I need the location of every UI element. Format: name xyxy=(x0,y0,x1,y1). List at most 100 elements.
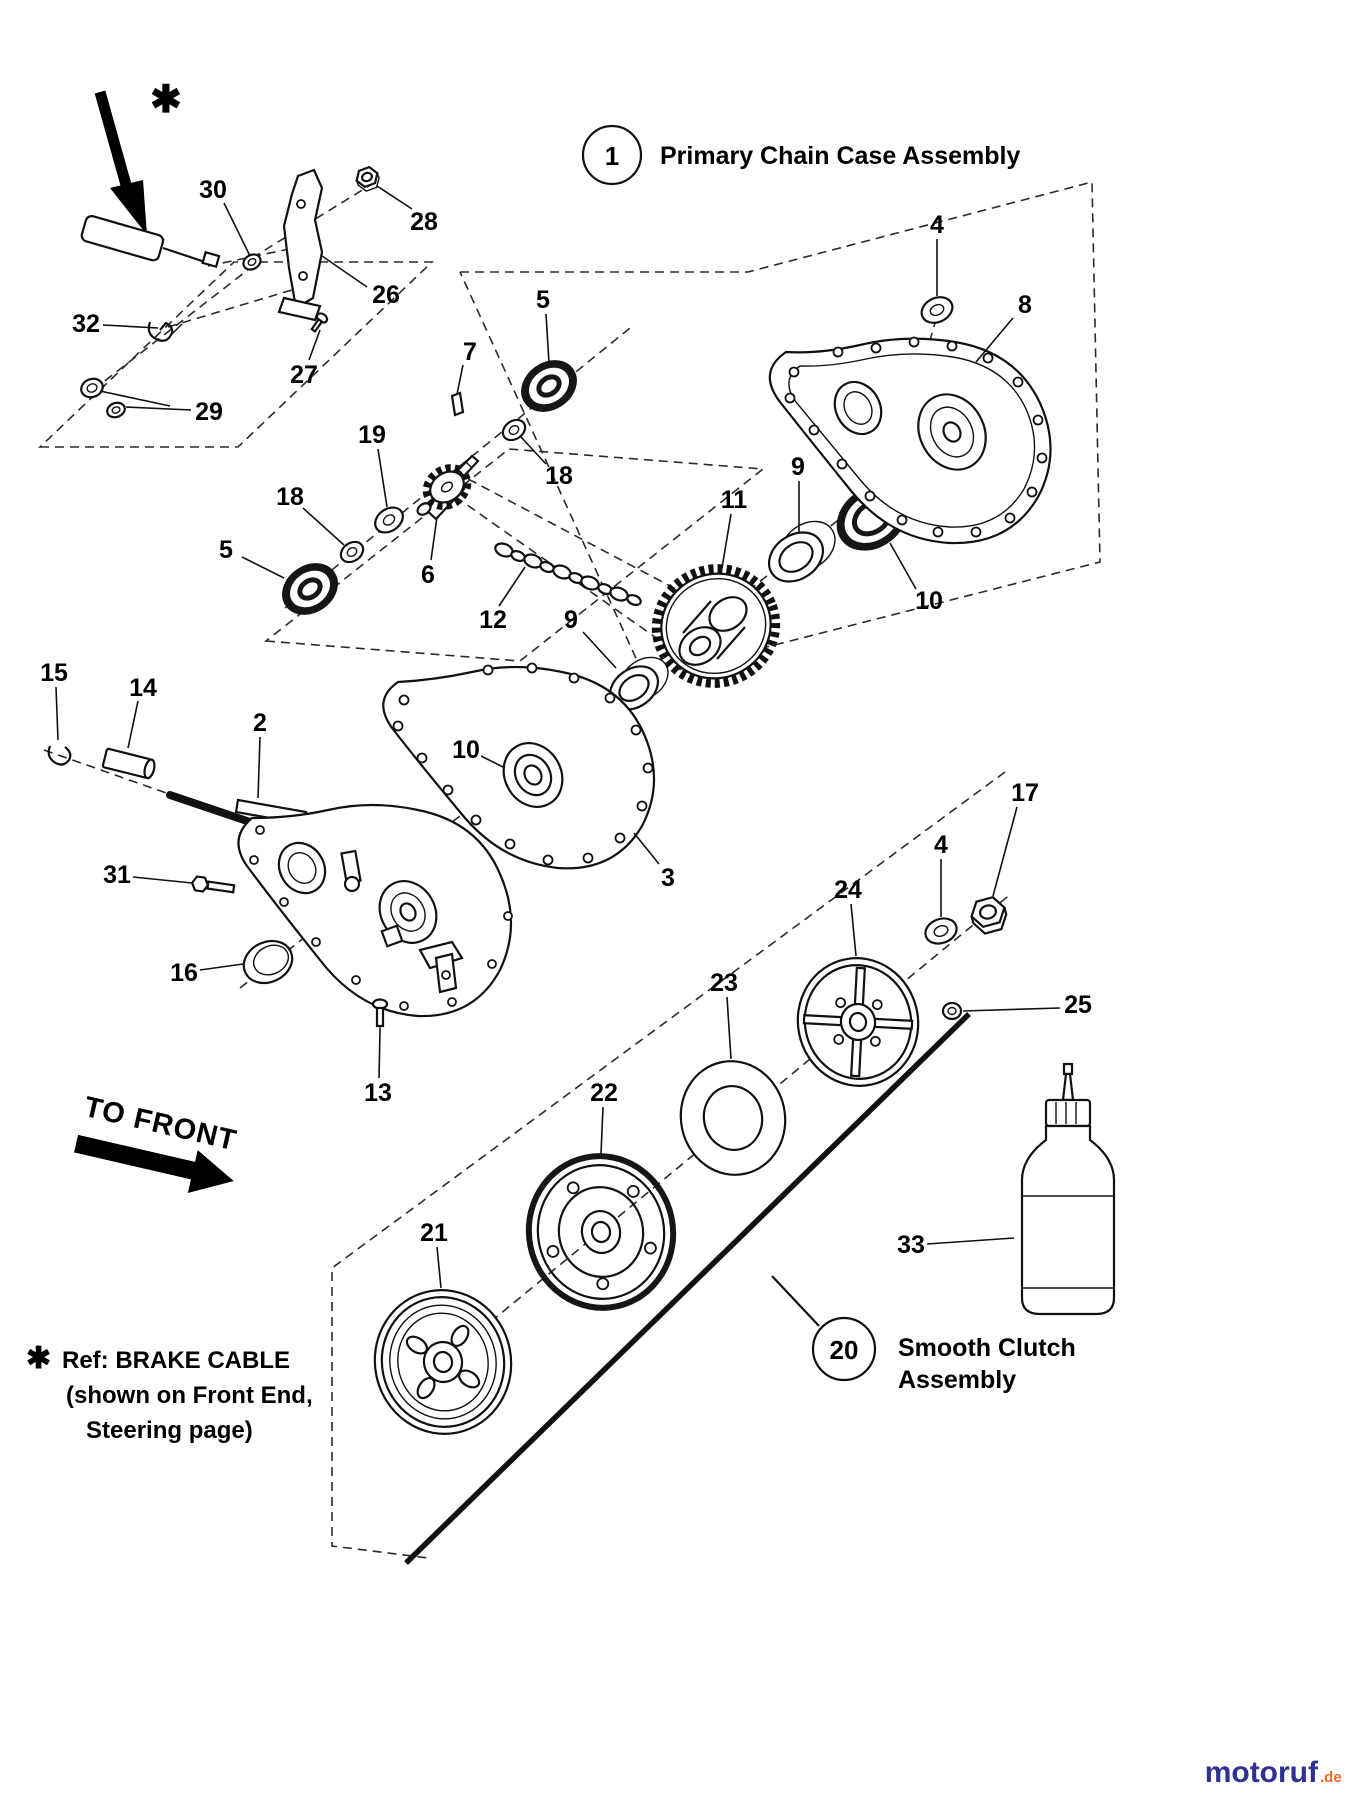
leader-line-28-1 xyxy=(376,185,413,210)
note-line3: Steering page) xyxy=(86,1417,253,1444)
part-label-17-28: 17 xyxy=(1011,779,1039,807)
part-label-13-27: 13 xyxy=(364,1079,392,1107)
washer-19 xyxy=(374,506,404,534)
sprocket-11 xyxy=(651,564,781,688)
part-label-18-10: 18 xyxy=(545,462,573,490)
part-label-33-35: 33 xyxy=(897,1231,925,1259)
asterisk-arrow-shaft xyxy=(94,90,134,194)
part-label-18-15: 18 xyxy=(276,483,304,511)
part-label-7-7: 7 xyxy=(463,338,477,366)
part-label-32-3: 32 xyxy=(72,310,100,338)
brake-cable-note: ✱ Ref: BRAKE CABLE (shown on Front End, … xyxy=(26,1342,313,1444)
leader-line-25-32 xyxy=(962,1007,1061,1012)
watermark-brand: motoruf xyxy=(1205,1756,1319,1789)
part-label-14-21: 14 xyxy=(129,674,157,702)
bolt-13 xyxy=(371,998,389,1031)
spacer-9-lower xyxy=(608,656,669,711)
watermark: motoruf .de xyxy=(1205,1756,1342,1789)
part-label-4-29: 4 xyxy=(934,831,948,859)
nut-17 xyxy=(970,896,1008,935)
part-label-28-1: 28 xyxy=(410,208,438,236)
part-label-16-26: 16 xyxy=(170,959,198,987)
part-label-19-11: 19 xyxy=(358,421,386,449)
part-label-9-19: 9 xyxy=(564,606,578,634)
chain-case-rear-8 xyxy=(768,336,1052,545)
chain-case-front-2 xyxy=(47,745,513,1031)
leader-line-19-11 xyxy=(377,448,388,508)
callout-1-label: Primary Chain Case Assembly xyxy=(660,142,1020,170)
leader-line-10-23 xyxy=(480,755,506,769)
to-front-arrow-shape xyxy=(74,1134,234,1194)
leader-line-7-7 xyxy=(456,364,464,395)
leader-line-6-17 xyxy=(430,516,438,561)
callout-primary: 1 Primary Chain Case Assembly xyxy=(581,124,1020,186)
bearing-5-right xyxy=(521,360,577,412)
callout-1-circle xyxy=(581,124,643,186)
note-asterisk: ✱ xyxy=(26,1342,51,1375)
clutch-boundary-line xyxy=(404,1012,971,1565)
leader-line-15-20 xyxy=(55,686,59,741)
plate-3-bolt-holes xyxy=(392,662,654,866)
leader-line-10-14 xyxy=(889,542,917,590)
part-label-24-30: 24 xyxy=(834,876,862,904)
leader-line-2-22 xyxy=(257,736,261,799)
cover-2-shaft xyxy=(166,791,254,826)
bearing-5-left xyxy=(282,563,338,615)
leader-line-27-4 xyxy=(308,329,321,361)
part-label-3-24: 3 xyxy=(661,864,675,892)
cover-2-bolt-holes xyxy=(249,825,513,1011)
pulley-21 xyxy=(373,1289,513,1435)
part-label-11-12: 11 xyxy=(721,486,748,514)
part-label-25-32: 25 xyxy=(1064,991,1092,1019)
washers-29 xyxy=(80,377,171,419)
jackshaft-6 xyxy=(416,454,480,521)
washer-18-right xyxy=(501,418,527,442)
leader-line-29-5 xyxy=(125,406,192,411)
part-label-26-2: 26 xyxy=(372,281,400,309)
nut-28 xyxy=(355,165,380,192)
leader-line-12-18 xyxy=(498,566,526,607)
brake-cable-group xyxy=(80,90,380,419)
bolt-31 xyxy=(190,875,236,894)
leader-line-14-21 xyxy=(127,700,139,749)
nut-25 xyxy=(941,1001,963,1021)
case-8-bolt-holes xyxy=(784,336,1048,538)
part-label-23-31: 23 xyxy=(710,969,738,997)
leader-line-26-2 xyxy=(321,255,368,288)
spacer-tube-14 xyxy=(101,747,156,780)
back-plate-3 xyxy=(382,662,656,870)
washer-18-left xyxy=(339,540,365,564)
drum-22 xyxy=(525,1153,677,1311)
callout-1-number: 1 xyxy=(605,141,619,171)
cap-16 xyxy=(242,939,294,985)
part-label-21-34: 21 xyxy=(420,1219,448,1247)
leader-line-5-16 xyxy=(241,556,285,579)
pin-7 xyxy=(450,391,465,417)
cable-wire xyxy=(162,246,209,265)
plate-3-hub-10 xyxy=(502,742,564,808)
part-label-10-14: 10 xyxy=(915,587,943,615)
part-label-5-16: 5 xyxy=(219,536,233,564)
leader-line-17-28 xyxy=(992,806,1018,897)
washer-30 xyxy=(242,253,262,271)
note-line2: (shown on Front End, xyxy=(66,1382,313,1409)
leader-line-21-34 xyxy=(436,1246,442,1289)
callout-20-label-line1: Smooth Clutch xyxy=(898,1334,1076,1362)
clip-32-tail xyxy=(170,323,183,336)
cable-ferrule xyxy=(201,250,221,269)
part-label-2-22: 2 xyxy=(253,709,267,737)
part-label-8-9: 8 xyxy=(1018,291,1032,319)
leader-line-5-6 xyxy=(545,313,550,364)
washer-4-lower xyxy=(924,917,958,945)
watermark-tld: .de xyxy=(1320,1769,1342,1786)
cover-2-bracket xyxy=(380,924,464,994)
clip-32 xyxy=(147,321,174,342)
case-8-openings xyxy=(833,380,987,471)
part-label-10-23: 10 xyxy=(452,736,480,764)
part-label-15-20: 15 xyxy=(40,659,68,687)
part-label-4-8: 4 xyxy=(930,211,944,239)
leader-line-22-33 xyxy=(600,1106,604,1155)
